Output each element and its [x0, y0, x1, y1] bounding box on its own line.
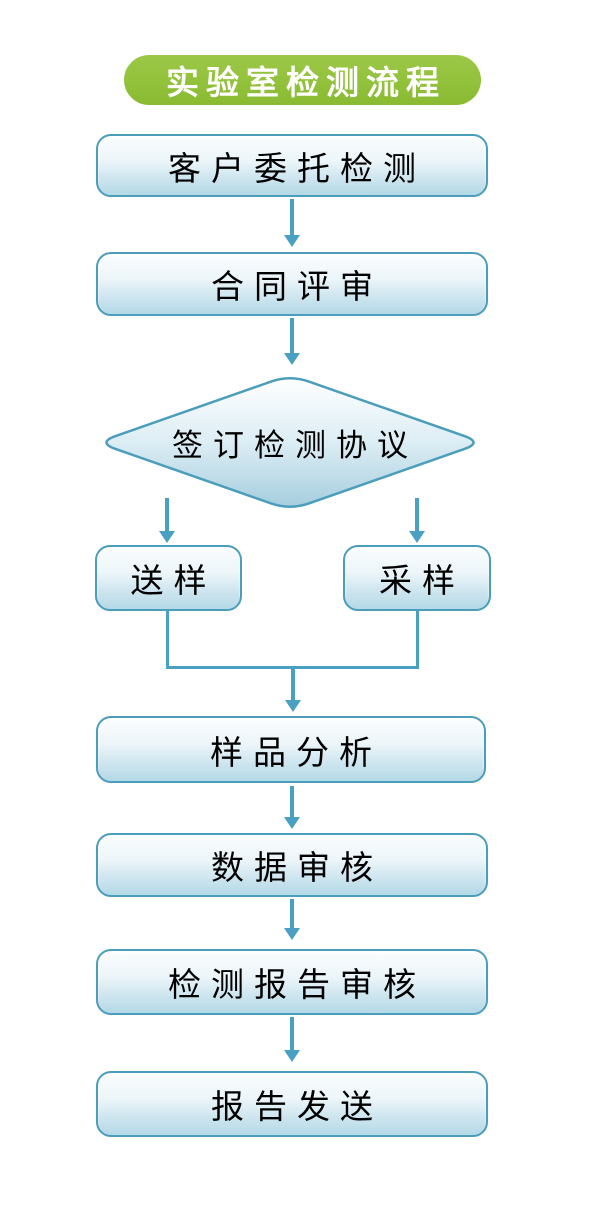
connector-line	[166, 666, 419, 669]
node-data-review: 数据审核	[96, 833, 488, 897]
node-sample-analysis: 样品分析	[96, 716, 486, 783]
connector-line	[166, 610, 169, 669]
node-sign-agreement-decision: 签订检测协议	[93, 371, 487, 514]
node-label: 报告发送	[211, 1090, 383, 1126]
node-label: 送样	[130, 564, 217, 600]
node-label: 检测报告审核	[168, 968, 426, 1004]
node-customer-commission: 客户委托检测	[96, 134, 488, 197]
node-sampling: 采样	[343, 545, 491, 611]
arrow-down-icon	[290, 786, 294, 818]
arrow-down-icon	[290, 199, 294, 236]
node-report-review: 检测报告审核	[96, 949, 488, 1015]
connector-line	[416, 610, 419, 669]
arrow-down-icon	[290, 318, 294, 354]
flowchart-title-badge: 实验室检测流程	[124, 55, 481, 105]
arrow-down-icon	[290, 899, 294, 929]
node-label: 合同评审	[211, 270, 383, 306]
node-sample-delivery: 送样	[95, 545, 242, 611]
diamond-shape	[105, 377, 475, 508]
node-contract-review: 合同评审	[96, 252, 488, 316]
node-report-delivery: 报告发送	[96, 1071, 488, 1137]
node-label: 客户委托检测	[168, 151, 426, 188]
flowchart-title: 实验室检测流程	[166, 64, 446, 101]
arrow-down-icon	[415, 498, 419, 532]
arrow-down-icon	[290, 1017, 294, 1051]
node-label: 签订检测协议	[172, 428, 418, 463]
node-label: 数据审核	[211, 851, 383, 887]
arrow-down-icon	[165, 498, 169, 532]
arrow-down-icon	[291, 669, 295, 701]
node-label: 样品分析	[210, 735, 382, 772]
node-label: 采样	[379, 564, 465, 600]
